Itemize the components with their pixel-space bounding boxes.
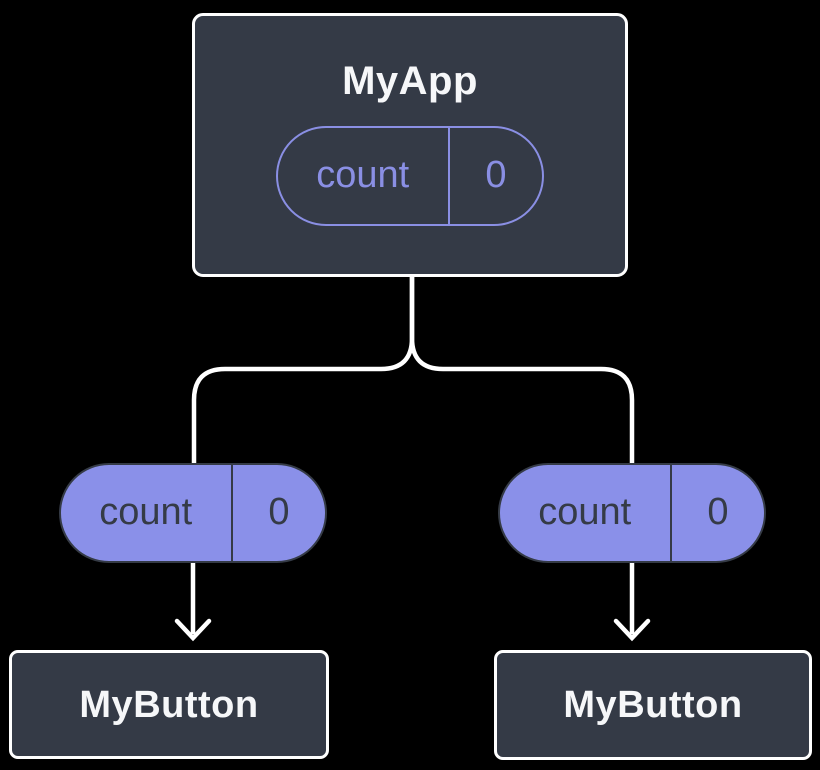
state-name: count xyxy=(316,153,410,196)
state-value: 0 xyxy=(485,153,507,196)
right-arrow-head xyxy=(613,618,651,642)
pill-divider xyxy=(447,128,450,224)
left-child-component-title: MyButton xyxy=(79,683,259,726)
state-value-cell: 0 xyxy=(450,128,542,224)
right-prop-pill: count 0 xyxy=(498,463,766,563)
prop-value-cell: 0 xyxy=(672,465,764,561)
prop-name: count xyxy=(538,490,632,533)
prop-name-cell: count xyxy=(61,465,231,561)
connector-left-branch xyxy=(191,275,415,466)
pill-divider xyxy=(669,465,672,561)
right-child-component-title: MyButton xyxy=(563,684,743,726)
left-arrow-head xyxy=(174,618,212,642)
prop-value: 0 xyxy=(268,490,290,533)
pill-divider xyxy=(230,465,233,561)
root-state-pill: count 0 xyxy=(276,126,544,226)
root-component-title: MyApp xyxy=(342,59,478,103)
prop-name-cell: count xyxy=(500,465,670,561)
right-child-component-box: MyButton xyxy=(494,650,812,760)
prop-value: 0 xyxy=(707,490,729,533)
prop-value-cell: 0 xyxy=(233,465,325,561)
left-child-component-box: MyButton xyxy=(9,650,329,759)
state-name-cell: count xyxy=(278,128,448,224)
left-prop-pill: count 0 xyxy=(59,463,327,563)
root-component-box: MyApp count 0 xyxy=(192,13,628,277)
connector-right-branch xyxy=(409,275,635,466)
prop-name: count xyxy=(99,490,193,533)
